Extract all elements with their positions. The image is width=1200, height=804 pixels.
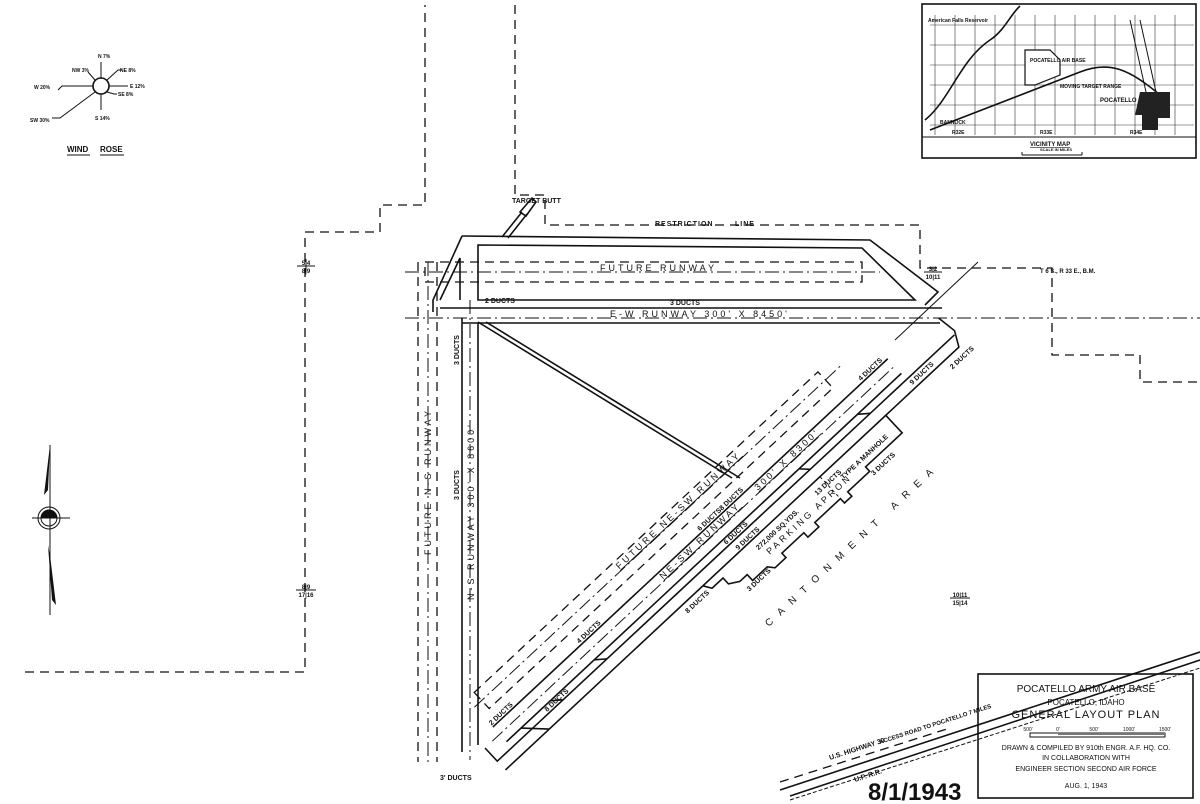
parking-apron xyxy=(702,414,904,590)
svg-text:3|2: 3|2 xyxy=(929,267,938,273)
section-corner-1: 5|4 8|9 xyxy=(297,259,315,275)
plan-location: POCATELLO, IDAHO xyxy=(1047,698,1124,707)
wind-se-label: SE 8% xyxy=(118,92,134,98)
duct-label: 8 DUCTS xyxy=(684,589,711,615)
section-corner-3: 3|2 10|11 xyxy=(924,267,942,281)
property-boundary xyxy=(25,5,1200,673)
svg-text:500': 500' xyxy=(1023,727,1032,733)
svg-text:DRAWN & COMPILED BY 910th ENGR: DRAWN & COMPILED BY 910th ENGR. A.F. HQ.… xyxy=(1002,745,1170,752)
plan-date: AUG. 1, 1943 xyxy=(1065,783,1108,790)
wind-rose-title-2: ROSE xyxy=(100,145,123,154)
duct-label: 3 DUCTS xyxy=(870,451,897,477)
svg-text:10|11: 10|11 xyxy=(953,593,968,599)
svg-text:TARGET BUTT: TARGET BUTT xyxy=(512,198,562,205)
svg-text:ENGINEER SECTION SECOND AIR FO: ENGINEER SECTION SECOND AIR FORCE xyxy=(1015,766,1157,773)
duct-label: 3' DUCTS xyxy=(440,775,472,782)
title-block: POCATELLO ARMY AIR BASE POCATELLO, IDAHO… xyxy=(977,673,1194,799)
svg-text:500': 500' xyxy=(1089,727,1098,733)
future-runway-label: FUTURE RUNWAY xyxy=(600,263,717,273)
duct-label: 2 DUCTS xyxy=(485,298,515,305)
svg-text:VICINITY MAP: VICINITY MAP xyxy=(1030,142,1070,148)
svg-text:R33E: R33E xyxy=(1040,130,1053,136)
township-label: T 6 S., R 33 E., B.M. xyxy=(1040,269,1096,275)
diagonal-taxiway xyxy=(477,321,741,479)
svg-text:1000': 1000' xyxy=(1123,727,1135,733)
stamp-date: 8/1/1943 xyxy=(868,779,961,804)
plan-title: POCATELLO ARMY AIR BASE xyxy=(1017,684,1156,695)
svg-text:1500': 1500' xyxy=(1159,727,1171,733)
svg-text:SCALE IN MILES: SCALE IN MILES xyxy=(1040,147,1072,152)
parking-apron-label: PARKING APRON xyxy=(764,472,853,556)
nesw-runway-size: 300' X 8300' xyxy=(752,427,821,493)
ns-runway: N-S RUNWAY 300' X 8600' xyxy=(461,300,479,760)
svg-text:POCATELLO: POCATELLO xyxy=(1100,98,1137,104)
wind-ne-label: NE 8% xyxy=(120,68,136,74)
duct-label: 3 DUCTS xyxy=(746,567,773,593)
vicinity-map: American Falls Reservoir POCATELLO AIR B… xyxy=(921,3,1197,159)
wind-w-label: W 20% xyxy=(34,85,51,91)
svg-text:8|9: 8|9 xyxy=(302,585,311,591)
wind-sw-label: SW 30% xyxy=(30,118,50,124)
manhole-label: TYPE A MANHOLE xyxy=(840,433,890,481)
plan-subtitle: GENERAL LAYOUT PLAN xyxy=(1011,709,1160,721)
section-corner-4: 10|11 15|14 xyxy=(950,593,970,607)
svg-text:IN COLLABORATION WITH: IN COLLABORATION WITH xyxy=(1042,755,1130,762)
svg-text:E-W RUNWAY 300' X 8450': E-W RUNWAY 300' X 8450' xyxy=(610,309,790,319)
wind-s-label: S 14% xyxy=(95,116,110,122)
future-ns-runway: FUTURE N-S RUNWAY xyxy=(417,262,438,762)
duct-label: 3 DUCTS xyxy=(454,470,461,500)
svg-text:0': 0' xyxy=(1056,727,1060,733)
svg-text:American Falls Reservoir: American Falls Reservoir xyxy=(928,18,988,24)
svg-text:10|11: 10|11 xyxy=(926,275,941,281)
north-arrow-icon xyxy=(32,445,70,615)
wind-rose-title: WIND xyxy=(67,145,89,154)
svg-text:17|16: 17|16 xyxy=(298,593,314,599)
wind-rose: N 7% NE 8% E 12% SE 8% S 14% SW 30% W 20… xyxy=(30,54,145,156)
svg-text:N-S RUNWAY 300' X 8600': N-S RUNWAY 300' X 8600' xyxy=(466,422,476,600)
wind-rose-center xyxy=(92,77,110,95)
ew-runway: E-W RUNWAY 300' X 8450' xyxy=(405,307,1200,324)
svg-text:15|14: 15|14 xyxy=(952,601,968,607)
duct-label: 3 DUCTS xyxy=(454,335,461,365)
wind-n-label: N 7% xyxy=(98,54,111,60)
wind-nw-label: NW 3% xyxy=(72,68,90,74)
svg-text:FUTURE N-S RUNWAY: FUTURE N-S RUNWAY xyxy=(423,408,433,555)
scale-bar: 500' 0' 500' 1000' 1500' xyxy=(1023,727,1171,738)
svg-text:R32E: R32E xyxy=(952,130,965,136)
section-corner-2: 8|9 17|16 xyxy=(296,585,316,599)
svg-text:8|9: 8|9 xyxy=(302,269,311,275)
svg-text:MOVING TARGET RANGE: MOVING TARGET RANGE xyxy=(1060,84,1122,90)
svg-text:POCATELLO AIR BASE: POCATELLO AIR BASE xyxy=(1030,58,1086,64)
svg-text:BANNOCK: BANNOCK xyxy=(940,120,966,126)
target-butt: TARGET BUTT xyxy=(501,196,562,239)
duct-label: 8 DUCTS xyxy=(544,688,571,714)
restriction-line-label: RESTRICTION xyxy=(655,221,713,228)
duct-label: 2 DUCTS xyxy=(949,345,976,371)
svg-text:R34E: R34E xyxy=(1130,130,1143,136)
wind-e-label: E 12% xyxy=(130,84,145,90)
restriction-line-label-2: LINE xyxy=(735,221,755,228)
duct-label: 3 DUCTS xyxy=(670,300,700,307)
svg-text:5|4: 5|4 xyxy=(302,261,311,267)
